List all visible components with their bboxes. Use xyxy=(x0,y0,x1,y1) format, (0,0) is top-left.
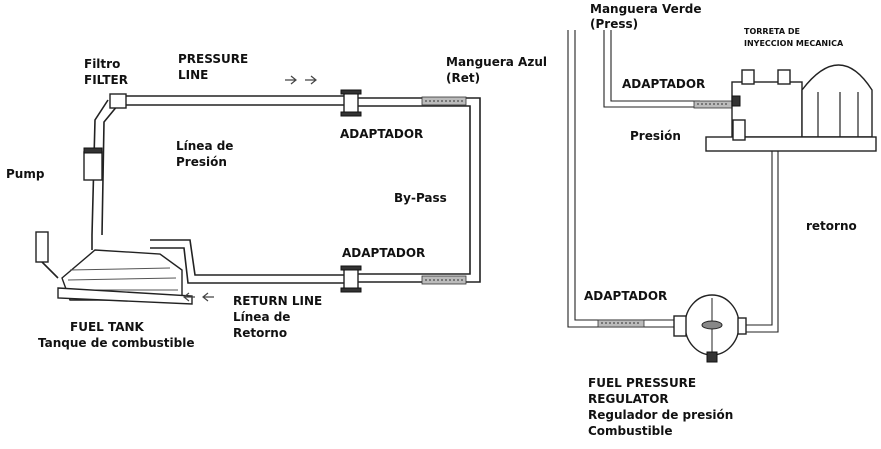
bypass-label: By-Pass xyxy=(394,191,447,205)
tanque-label: Tanque de combustible xyxy=(38,336,194,350)
pressure-line-label-1: PRESSURE xyxy=(178,52,248,66)
torreta-label-2: INYECCION MECANICA xyxy=(744,39,844,48)
adaptador-bottom-part xyxy=(340,265,362,293)
regulator-label-2: REGULATOR xyxy=(588,392,669,406)
manguera-azul-label: Manguera Azul xyxy=(446,55,547,69)
manguera-verde-label: Manguera Verde xyxy=(590,2,701,16)
torreta-label-1: TORRETA DE xyxy=(744,27,800,36)
adaptador-right-top-label: ADAPTADOR xyxy=(622,77,705,91)
return-arrows xyxy=(183,292,214,302)
adaptador-bottom-label: ADAPTADOR xyxy=(342,246,425,260)
linea-retorno-label-1: Línea de xyxy=(233,310,290,324)
linea-retorno-label-2: Retorno xyxy=(233,326,287,340)
regulador-es-label: Regulador de presión xyxy=(588,408,733,422)
regulator-label-1: FUEL PRESSURE xyxy=(588,376,696,390)
pressure-line-label-2: LINE xyxy=(178,68,208,82)
linea-presion-label-2: Presión xyxy=(176,155,227,169)
linea-presion-label-1: Línea de xyxy=(176,139,233,153)
filter-label-es: Filtro xyxy=(84,57,120,71)
pump-part xyxy=(83,147,103,181)
combustible-label: Combustible xyxy=(588,424,673,438)
return-line-label: RETURN LINE xyxy=(233,294,322,308)
adaptador-top-part xyxy=(340,89,362,117)
retorno-label: retorno xyxy=(806,219,857,233)
filter-label-en: FILTER xyxy=(84,73,128,87)
adaptador-top-label: ADAPTADOR xyxy=(340,127,423,141)
filter-part xyxy=(109,93,127,109)
fuel-tank-label: FUEL TANK xyxy=(70,320,145,334)
pressure-arrows xyxy=(285,75,317,85)
ret-label: (Ret) xyxy=(446,71,480,85)
adaptador-right-bottom-label: ADAPTADOR xyxy=(584,289,667,303)
presion-label: Presión xyxy=(630,129,681,143)
pump-label: Pump xyxy=(6,167,45,181)
torreta-part xyxy=(705,64,877,152)
press-label: (Press) xyxy=(590,17,638,31)
green-hose-texture xyxy=(597,100,733,328)
fuel-pressure-regulator-part xyxy=(673,294,747,363)
fuel-tank-part xyxy=(35,231,193,305)
blue-hose-texture xyxy=(421,96,467,285)
